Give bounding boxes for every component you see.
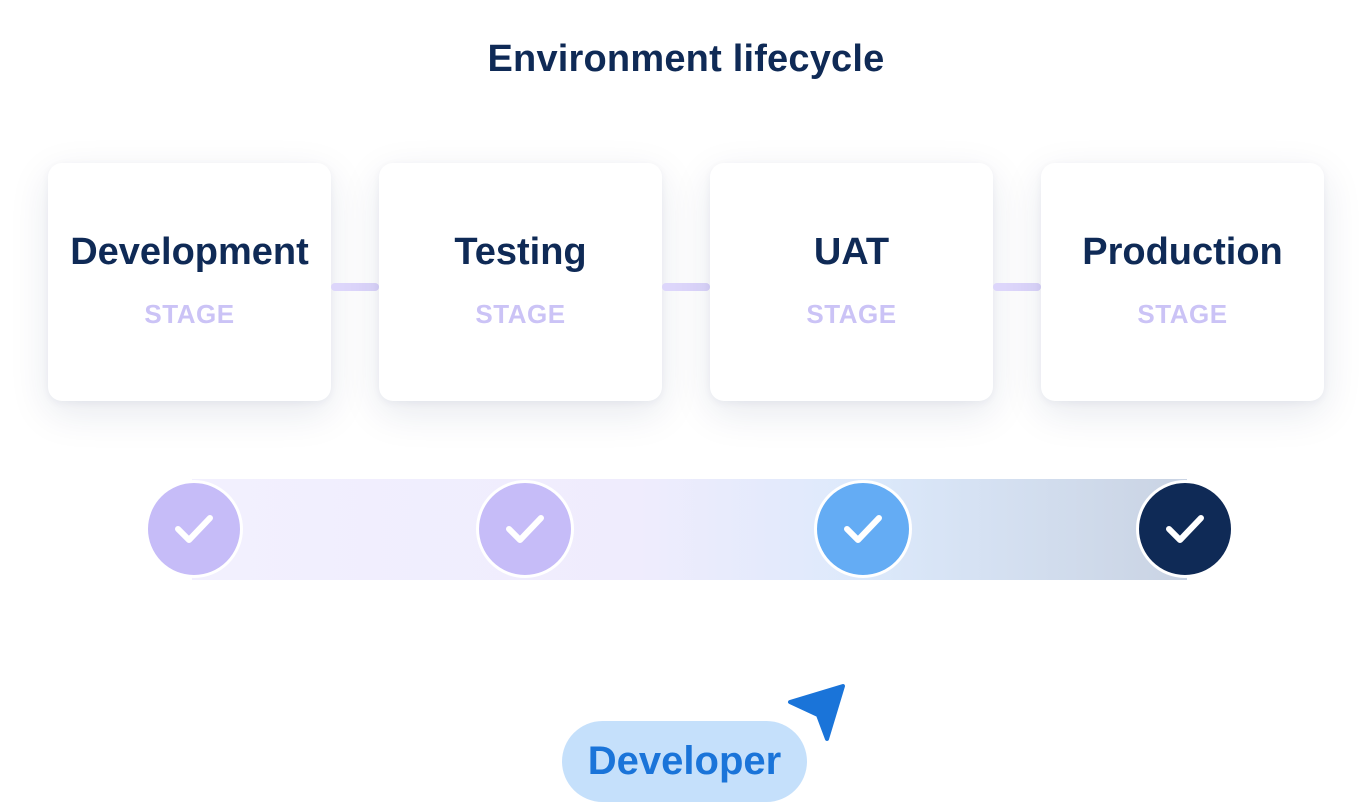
check-icon (476, 480, 574, 578)
stage-card-uat: UAT STAGE (710, 163, 993, 401)
progress-track (192, 479, 1187, 580)
stage-connector (331, 283, 379, 291)
stage-name: Production (1082, 231, 1283, 273)
stage-label: STAGE (806, 299, 897, 329)
check-icon (814, 480, 912, 578)
developer-badge: Developer (562, 721, 807, 802)
stage-name: Testing (454, 231, 587, 273)
stage-name: UAT (813, 231, 890, 273)
stage-name: Development (70, 231, 309, 273)
stage-card-development: Development STAGE (48, 163, 331, 401)
developer-label: Developer (587, 739, 782, 783)
stage-card-production: Production STAGE (1041, 163, 1324, 401)
stage-label: STAGE (144, 299, 235, 329)
check-icon (1136, 480, 1234, 578)
check-icon (145, 480, 243, 578)
stage-connector (662, 283, 710, 291)
stage-label: STAGE (475, 299, 566, 329)
diagram-title: Environment lifecycle (487, 38, 885, 80)
stage-card-testing: Testing STAGE (379, 163, 662, 401)
stage-label: STAGE (1137, 299, 1228, 329)
cursor-arrow-icon (788, 684, 845, 741)
stage-connector (993, 283, 1041, 291)
